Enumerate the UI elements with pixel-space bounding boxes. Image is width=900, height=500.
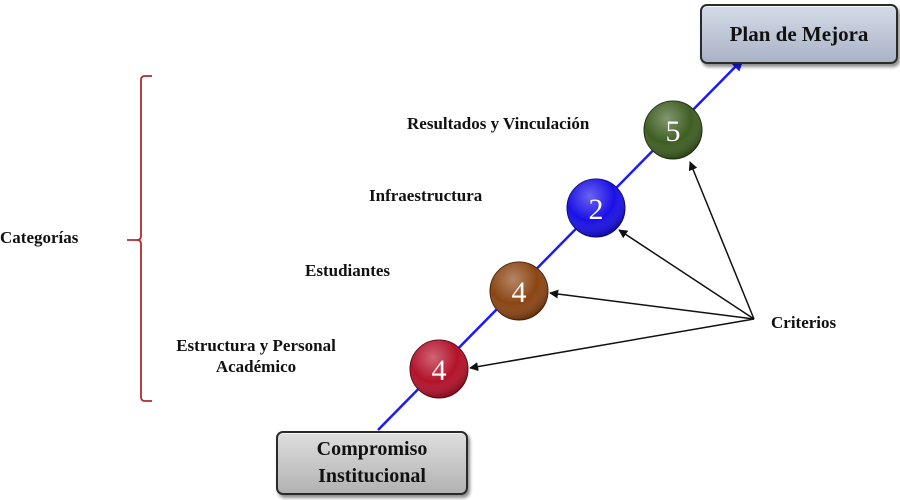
category-label-1-line-2: Académico: [215, 357, 297, 376]
category-label-1: Estructura y Personal Académico: [158, 335, 354, 377]
plan-de-mejora-label: Plan de Mejora: [729, 21, 869, 46]
category-label-1-line-1: Estructura y Personal: [176, 336, 336, 355]
category-label-2: Estudiantes: [305, 261, 391, 280]
criteria-arrows: [469, 161, 755, 372]
criterios-label: Criterios: [771, 313, 837, 332]
category-label-4: Resultados y Vinculación: [407, 114, 590, 133]
criteria-count: 4: [432, 354, 447, 387]
category-node-1: 4: [409, 339, 469, 399]
categorias-label: Categorías: [0, 228, 79, 247]
plan-de-mejora-box: Plan de Mejora: [700, 4, 898, 64]
criteria-arrow-4: [688, 161, 755, 320]
criteria-count: 5: [666, 115, 681, 148]
categories-brace: [127, 75, 152, 402]
criteria-arrow-1: [469, 318, 755, 372]
category-label-3: Infraestructura: [369, 186, 483, 205]
criteria-arrow-2: [549, 289, 755, 320]
criteria-count: 4: [512, 276, 527, 309]
category-node-4: 5: [643, 100, 703, 160]
compromiso-institucional-box: Compromiso Institucional: [276, 431, 468, 495]
criteria-arrow-3: [618, 229, 755, 320]
category-node-3: 2: [566, 178, 626, 238]
compromiso-label-line-2: Institucional: [318, 465, 426, 487]
criteria-count: 2: [589, 193, 604, 226]
compromiso-label-line-1: Compromiso: [316, 438, 428, 460]
category-node-2: 4: [489, 261, 549, 321]
